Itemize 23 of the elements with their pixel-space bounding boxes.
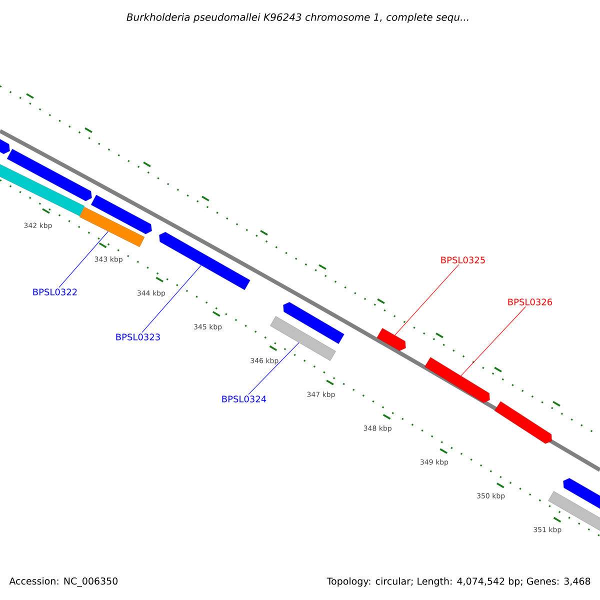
leader-line [460,306,526,376]
gene-label: BPSL0324 [222,396,266,402]
leader-line [142,265,202,333]
leader-line [58,231,108,288]
gene-feature [159,232,250,290]
gene-feature [494,401,552,444]
gene-feature [563,478,600,512]
gene-label: BPSL0326 [508,298,552,306]
footer-text: Accession: NC_006350 [9,577,118,587]
gene-feature [6,148,92,202]
footer-text: Topology: circular; Length: 4,074,542 bp; Genes: 3,468 [326,577,590,587]
gene-feature [424,357,490,403]
gene-feature [376,328,406,351]
gene-feature [79,206,145,248]
title: Burkholderia pseudomallei K96243 chromosome 1, complete sequ... [126,13,468,23]
leader-line [394,264,460,336]
gene-label: BPSL0325 [441,256,485,264]
gene-feature [283,302,344,344]
leader-line [248,342,300,395]
gene-feature [0,162,85,216]
gene-feature [90,194,152,234]
gene-label: BPSL0322 [33,288,77,296]
gene-label: BPSL0323 [116,334,160,340]
